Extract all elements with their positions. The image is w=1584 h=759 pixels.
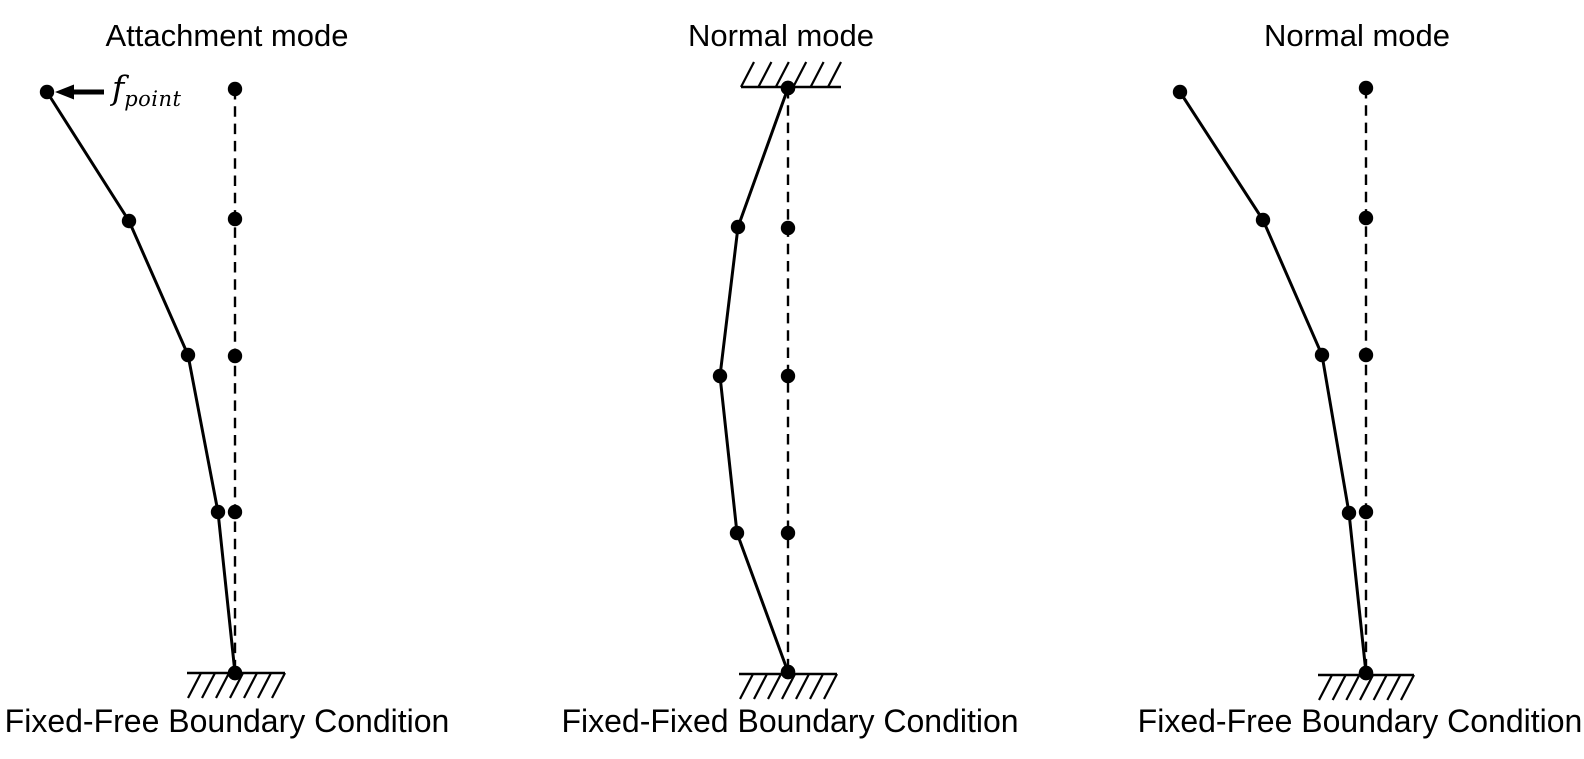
ground-hatch-tick bbox=[187, 672, 202, 699]
mode-node-dot bbox=[39, 84, 55, 100]
ground-hatch-tick bbox=[823, 673, 838, 700]
panel-title-attachment-mode: Attachment mode bbox=[105, 18, 349, 53]
mode-node-dot bbox=[227, 665, 243, 681]
ground-hatch-tick bbox=[795, 673, 810, 700]
axis-node-dot bbox=[780, 525, 796, 541]
axis-node-dot bbox=[227, 81, 243, 97]
axis-node-dot bbox=[227, 504, 243, 520]
mode-node-dot bbox=[730, 219, 746, 235]
ground-hatch-tick bbox=[1318, 674, 1333, 701]
mode-node-dot bbox=[1255, 212, 1271, 228]
mode-node-dot bbox=[1341, 505, 1357, 521]
ground-hatch-tick bbox=[792, 61, 808, 88]
mode-shape-line bbox=[718, 87, 790, 673]
mode-node-dot bbox=[180, 347, 196, 363]
ground-hatch-tick bbox=[774, 61, 790, 88]
panel-title-normal-mode-right: Normal mode bbox=[1263, 18, 1451, 53]
ground-hatch-tick bbox=[809, 61, 825, 88]
force-subscript: point bbox=[124, 87, 182, 111]
ground-hatch-tick bbox=[243, 672, 258, 699]
ground-hatch-tick bbox=[1345, 674, 1361, 701]
axis-node-dot bbox=[227, 211, 243, 227]
caption-fixed-free-left: Fixed-Free Boundary Condition bbox=[4, 703, 450, 739]
mode-node-dot bbox=[729, 525, 745, 541]
ground-hatch-tick bbox=[739, 673, 754, 700]
ground-hatch-tick bbox=[740, 61, 755, 88]
axis-node-dot bbox=[1358, 210, 1374, 226]
axis-node-dot bbox=[1358, 80, 1374, 96]
mode-node-dot bbox=[1358, 665, 1374, 681]
axis-node-dot bbox=[780, 220, 796, 236]
mode-node-dot bbox=[1314, 347, 1330, 363]
axis-node-dot bbox=[780, 368, 796, 384]
ground-hatch-tick bbox=[827, 61, 842, 88]
axis-node-dot bbox=[227, 348, 243, 364]
mode-node-dot bbox=[1172, 84, 1188, 100]
ground-hatch-tick bbox=[757, 61, 773, 88]
ground-hatch-tick bbox=[1386, 674, 1402, 701]
mode-shape-line bbox=[45, 91, 237, 674]
ground-hatch-tick bbox=[1331, 674, 1347, 701]
ground-hatch-tick bbox=[1400, 674, 1415, 701]
ground-hatch-tick bbox=[201, 672, 216, 699]
mode-node-dot bbox=[121, 213, 137, 229]
mode-node-dot bbox=[210, 504, 226, 520]
force-symbol: f bbox=[112, 68, 125, 107]
panel-title-normal-mode-center: Normal mode bbox=[687, 18, 875, 53]
ground-hatch-tick bbox=[1372, 674, 1388, 701]
axis-node-dot bbox=[1358, 504, 1374, 520]
ground-hatch-tick bbox=[753, 673, 768, 700]
axis-node-dot bbox=[1358, 347, 1374, 363]
force-arrow-head bbox=[55, 84, 74, 100]
caption-fixed-fixed: Fixed-Fixed Boundary Condition bbox=[561, 703, 1019, 739]
mode-node-dot bbox=[712, 368, 728, 384]
force-point-label: fpoint bbox=[112, 68, 182, 110]
caption-fixed-free-right: Fixed-Free Boundary Condition bbox=[1137, 703, 1583, 739]
ground-hatch-tick bbox=[257, 672, 272, 699]
ground-hatch-tick bbox=[767, 673, 782, 700]
ground-hatch-tick bbox=[781, 673, 796, 700]
ground-hatch-tick bbox=[809, 673, 824, 700]
ground-hatch-tick bbox=[215, 672, 230, 699]
mode-node-dot bbox=[780, 80, 796, 96]
mode-node-dot bbox=[780, 664, 796, 680]
mode-shape-line bbox=[1178, 91, 1368, 674]
ground-hatch-tick bbox=[1359, 674, 1374, 701]
ground-hatch-tick bbox=[271, 672, 286, 699]
